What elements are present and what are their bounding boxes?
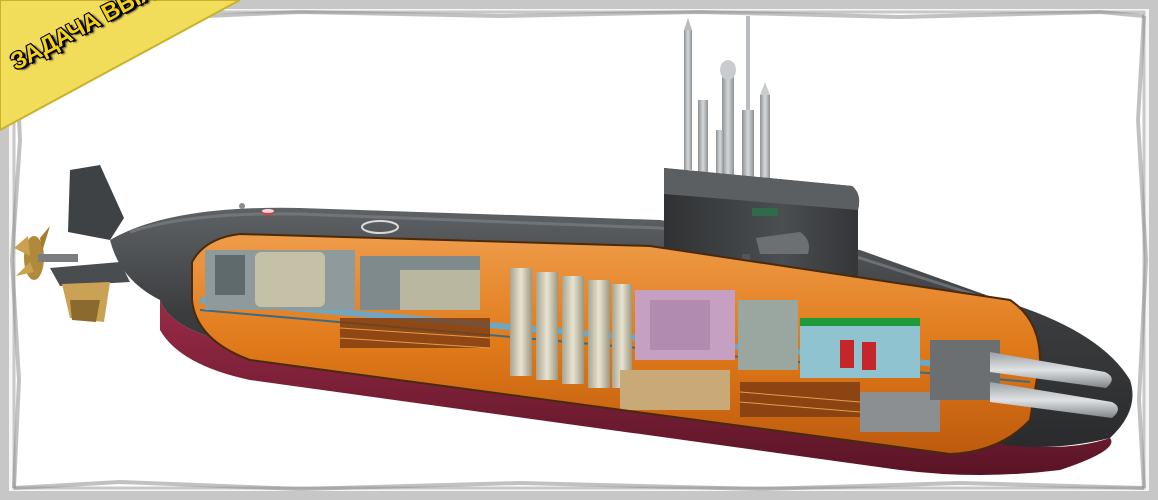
propeller-icon	[14, 226, 78, 280]
bolt-icon	[239, 203, 245, 209]
banner-corner	[0, 0, 241, 132]
banner-title: ЗАДАЧА ВЫЖИТЬ	[6, 0, 206, 76]
torpedo-tubes	[990, 352, 1118, 418]
banner: ЗАДАЧА ВЫЖИТЬ	[0, 0, 260, 150]
cutaway-outline	[191, 232, 1042, 456]
stern-fin	[50, 165, 130, 322]
hatch-icon	[361, 220, 399, 234]
periscope-masts	[684, 16, 770, 180]
flag-icon	[262, 209, 274, 215]
